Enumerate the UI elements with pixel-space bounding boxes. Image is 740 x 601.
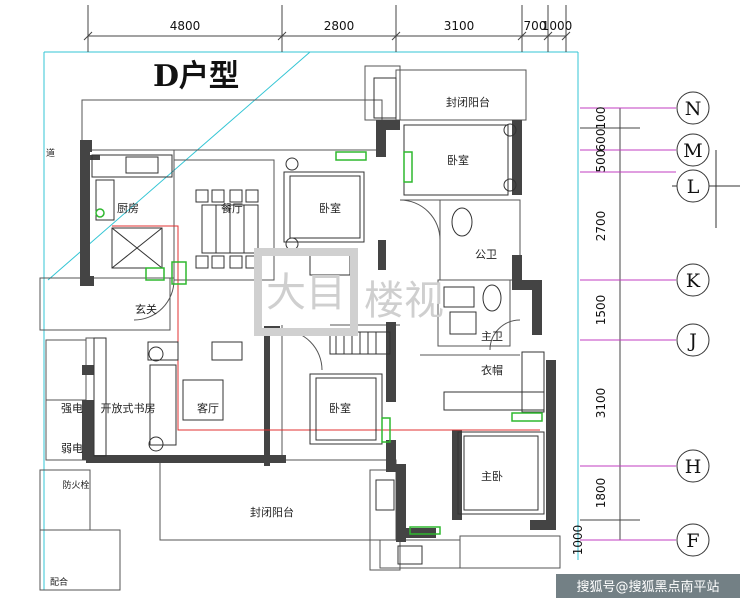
grid-bubble-l: L (676, 169, 710, 203)
label-master-bath: 主卫 (481, 330, 503, 343)
label-wardrobe: 衣帽 (481, 363, 503, 377)
label-bottom-left: 配合 (50, 576, 68, 588)
right-dim-5: 1500 (594, 295, 608, 326)
label-dining: 餐厅 (221, 201, 243, 215)
top-dim-4: 700 (524, 19, 547, 33)
grid-bubble-h: H (676, 449, 710, 483)
label-public-bath: 公卫 (475, 248, 497, 261)
label-bedroom-b: 卧室 (447, 153, 469, 167)
grid-bubble-j: J (676, 323, 710, 357)
grid-bubble-n: N (676, 91, 710, 125)
label-master-bedroom: 主卧 (481, 470, 503, 483)
svg-text:L: L (687, 176, 700, 198)
green-markings (95, 151, 543, 535)
label-kitchen: 厨房 (117, 202, 139, 215)
label-bedroom-c: 卧室 (329, 401, 351, 415)
top-dim-1: 4800 (170, 19, 201, 33)
watermark-logo-box (254, 248, 358, 336)
grid-bubble-f: F (676, 523, 710, 557)
right-dim-4: 2700 (594, 211, 608, 242)
watermark-logo-letters: 大目 (266, 270, 346, 316)
boundary-lines (43, 51, 579, 590)
label-foyer: 玄关 (135, 302, 157, 316)
svg-text:K: K (686, 270, 701, 292)
fixtures (91, 77, 545, 565)
svg-text:M: M (683, 140, 702, 162)
svg-text:H: H (685, 456, 702, 478)
label-sealed-balcony-bottom: 封闭阳台 (250, 505, 294, 519)
top-dim-2: 2800 (324, 19, 355, 33)
svg-text:J: J (687, 330, 697, 352)
credit-text: 搜狐号@搜狐黑点南平站 (576, 579, 719, 595)
red-reference-line (112, 225, 540, 431)
credit-banner: 搜狐号@搜狐黑点南平站 (556, 574, 740, 598)
label-strong-power: 强电 (61, 402, 83, 415)
right-dim-3: 500 (594, 150, 608, 173)
grid-bubble-m: M (676, 133, 710, 167)
watermark: 大目 楼视 (254, 248, 444, 336)
label-living: 客厅 (197, 401, 219, 415)
grid-reference-lines (580, 107, 676, 541)
thick-walls (80, 120, 556, 542)
top-dim-3: 3100 (444, 19, 475, 33)
right-dimension-line (580, 107, 640, 541)
right-dim-2: 600 (594, 129, 608, 152)
right-dim-1: 100 (594, 107, 608, 130)
svg-text:N: N (685, 98, 702, 120)
grid-bubble-k: K (676, 263, 710, 297)
watermark-text: 楼视 (364, 278, 444, 324)
top-dimension-line (83, 5, 571, 52)
plan-title: D户型 (153, 59, 239, 94)
right-dim-7: 1800 (594, 478, 608, 509)
top-dim-5: 1000 (542, 19, 573, 33)
label-corridor: 道 (46, 147, 55, 159)
label-bedroom-a: 卧室 (319, 201, 341, 215)
label-fire-hydrant: 防火栓 (62, 479, 89, 491)
right-dim-6: 3100 (594, 388, 608, 419)
label-sealed-balcony-top: 封闭阳台 (446, 95, 490, 109)
label-weak-power: 弱电 (61, 442, 83, 455)
svg-text:F: F (686, 530, 699, 552)
right-dim-8: 1000 (571, 525, 585, 556)
label-open-study: 开放式书房 (101, 401, 156, 415)
